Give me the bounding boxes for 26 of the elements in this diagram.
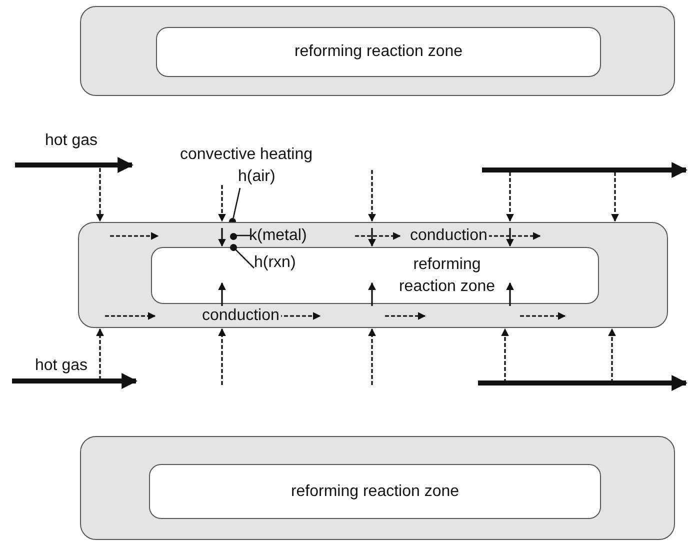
arrow xyxy=(218,282,226,306)
zone-label: reforming reaction zone xyxy=(294,43,463,61)
zone-label: reforming reaction zone xyxy=(290,482,460,500)
arrow xyxy=(506,228,514,247)
leader-line xyxy=(232,188,241,218)
wall-panel xyxy=(80,6,675,96)
parameter-label: k(metal) xyxy=(249,227,321,249)
reaction-zone-box xyxy=(149,464,601,519)
zone-label: reforming reaction zone xyxy=(398,255,496,297)
wall-panel xyxy=(78,222,668,328)
leader-line xyxy=(234,248,254,268)
reaction-zone-box xyxy=(156,27,601,77)
arrow xyxy=(218,228,226,247)
gas-flow-label: hot gas xyxy=(45,132,98,150)
arrow xyxy=(506,282,514,306)
annotation-label: convective heating xyxy=(180,146,313,164)
leader-line xyxy=(236,234,250,236)
point-dot xyxy=(230,233,237,240)
arrow xyxy=(368,282,376,306)
reaction-zone-box xyxy=(151,247,599,304)
parameter-label: h(rxn) xyxy=(254,254,310,276)
arrow xyxy=(368,228,376,247)
point-dot xyxy=(230,244,237,251)
gas-flow-label: hot gas xyxy=(35,357,88,375)
parameter-label: h(air) xyxy=(238,168,290,190)
wall-panel xyxy=(80,436,675,540)
